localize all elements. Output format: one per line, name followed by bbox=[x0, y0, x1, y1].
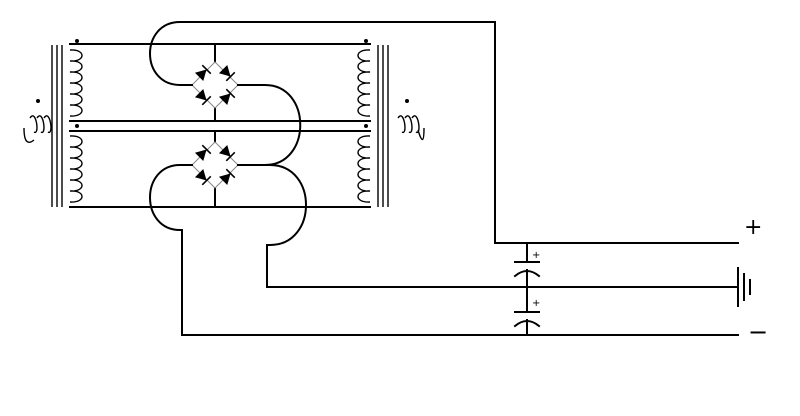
diode-icon bbox=[194, 144, 212, 162]
lower-capacitor-polarity: + bbox=[532, 298, 540, 309]
lower-bridge-rectifier bbox=[191, 141, 239, 189]
phase-dot-icon bbox=[75, 124, 79, 128]
upper-bridge-rectifier bbox=[191, 61, 239, 109]
bridge-leads bbox=[149, 21, 496, 336]
negative-terminal-label: − bbox=[748, 318, 768, 346]
lower-capacitor-icon bbox=[513, 286, 541, 336]
diode-icon bbox=[218, 144, 236, 162]
diode-icon bbox=[194, 64, 212, 82]
right-primary-coil-icon bbox=[397, 99, 425, 141]
upper-capacitor-icon bbox=[513, 242, 541, 288]
phase-dot-icon bbox=[364, 39, 368, 43]
diode-icon bbox=[194, 88, 212, 106]
upper-capacitor-polarity: + bbox=[532, 250, 540, 261]
ground-icon bbox=[737, 267, 751, 307]
left-primary-coil-icon bbox=[23, 99, 52, 143]
transformer-windings bbox=[69, 49, 371, 203]
diode-icon bbox=[218, 88, 236, 106]
diode-icon bbox=[218, 168, 236, 186]
diode-icon bbox=[218, 64, 236, 82]
phase-dot-icon bbox=[75, 39, 79, 43]
winding-coil bbox=[357, 135, 371, 203]
positive-terminal-label: + bbox=[744, 215, 762, 240]
right-transformer-core bbox=[377, 45, 389, 207]
diode-icon bbox=[194, 168, 212, 186]
winding-coil bbox=[357, 49, 371, 117]
phase-dot-icon bbox=[364, 124, 368, 128]
winding-coil bbox=[69, 49, 83, 117]
winding-buses bbox=[69, 43, 371, 208]
left-transformer-core bbox=[51, 45, 63, 207]
winding-coil bbox=[69, 135, 83, 203]
output-rails bbox=[181, 242, 739, 336]
bridge-diodes bbox=[194, 64, 236, 186]
